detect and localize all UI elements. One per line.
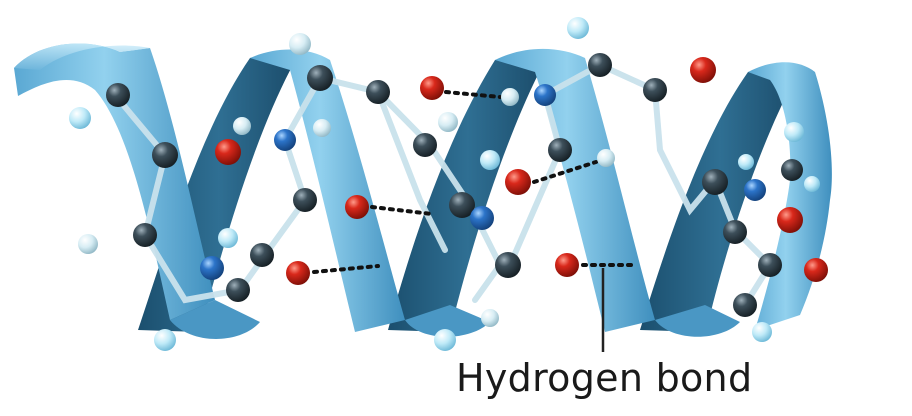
hydrogen-bond-line [312,264,380,274]
hydrogen-atom [804,176,820,192]
carbon-atom [702,169,728,195]
hydrogen-bond-line [370,205,434,216]
oxygen-atom [345,195,369,219]
nitrogen-atom [744,179,766,201]
hydrogen-bond-label: Hydrogen bond [456,356,753,400]
carbon-atom [226,278,250,302]
hydrogen-atom [154,329,176,351]
oxygen-atom [555,253,579,277]
hydrogen-atom [233,117,251,135]
nitrogen-atom [274,129,296,151]
hydrogen-atom [481,309,499,327]
carbon-atom [152,142,178,168]
oxygen-atom [286,261,310,285]
hydrogen-atom [738,154,754,170]
carbon-atom [366,80,390,104]
carbon-atom [588,53,612,77]
helix-ribbon-front [14,43,832,340]
nitrogen-atom [534,84,556,106]
carbon-atom [449,192,475,218]
oxygen-atom [215,139,241,165]
atoms [69,17,828,351]
hydrogen-atom [501,88,519,106]
nitrogen-atom [470,206,494,230]
hydrogen-atom [78,234,98,254]
hydrogen-bonds [312,90,637,274]
hydrogen-atom [597,149,615,167]
hydrogen-atom [438,112,458,132]
hydrogen-atom [434,329,456,351]
oxygen-atom [420,76,444,100]
carbon-atom [250,243,274,267]
carbon-atom [106,83,130,107]
hydrogen-bond-line [444,90,502,99]
carbon-atom [758,253,782,277]
carbon-atom [293,188,317,212]
carbon-atom [723,220,747,244]
oxygen-atom [505,169,531,195]
carbon-atom [133,223,157,247]
hydrogen-atom [69,107,91,129]
carbon-atom [413,133,437,157]
carbon-atom [643,78,667,102]
carbon-atom [781,159,803,181]
nitrogen-atom [200,256,224,280]
hydrogen-atom [313,119,331,137]
hydrogen-atom [218,228,238,248]
hydrogen-atom [567,17,589,39]
carbon-atom [548,138,572,162]
carbon-atom [495,252,521,278]
oxygen-atom [777,207,803,233]
hydrogen-atom [752,322,772,342]
oxygen-atom [690,57,716,83]
carbon-atom [307,65,333,91]
hydrogen-atom [480,150,500,170]
hydrogen-atom [784,122,804,142]
carbon-atom [733,293,757,317]
hydrogen-bond-line [532,160,598,184]
hydrogen-atom [289,33,311,55]
oxygen-atom [804,258,828,282]
